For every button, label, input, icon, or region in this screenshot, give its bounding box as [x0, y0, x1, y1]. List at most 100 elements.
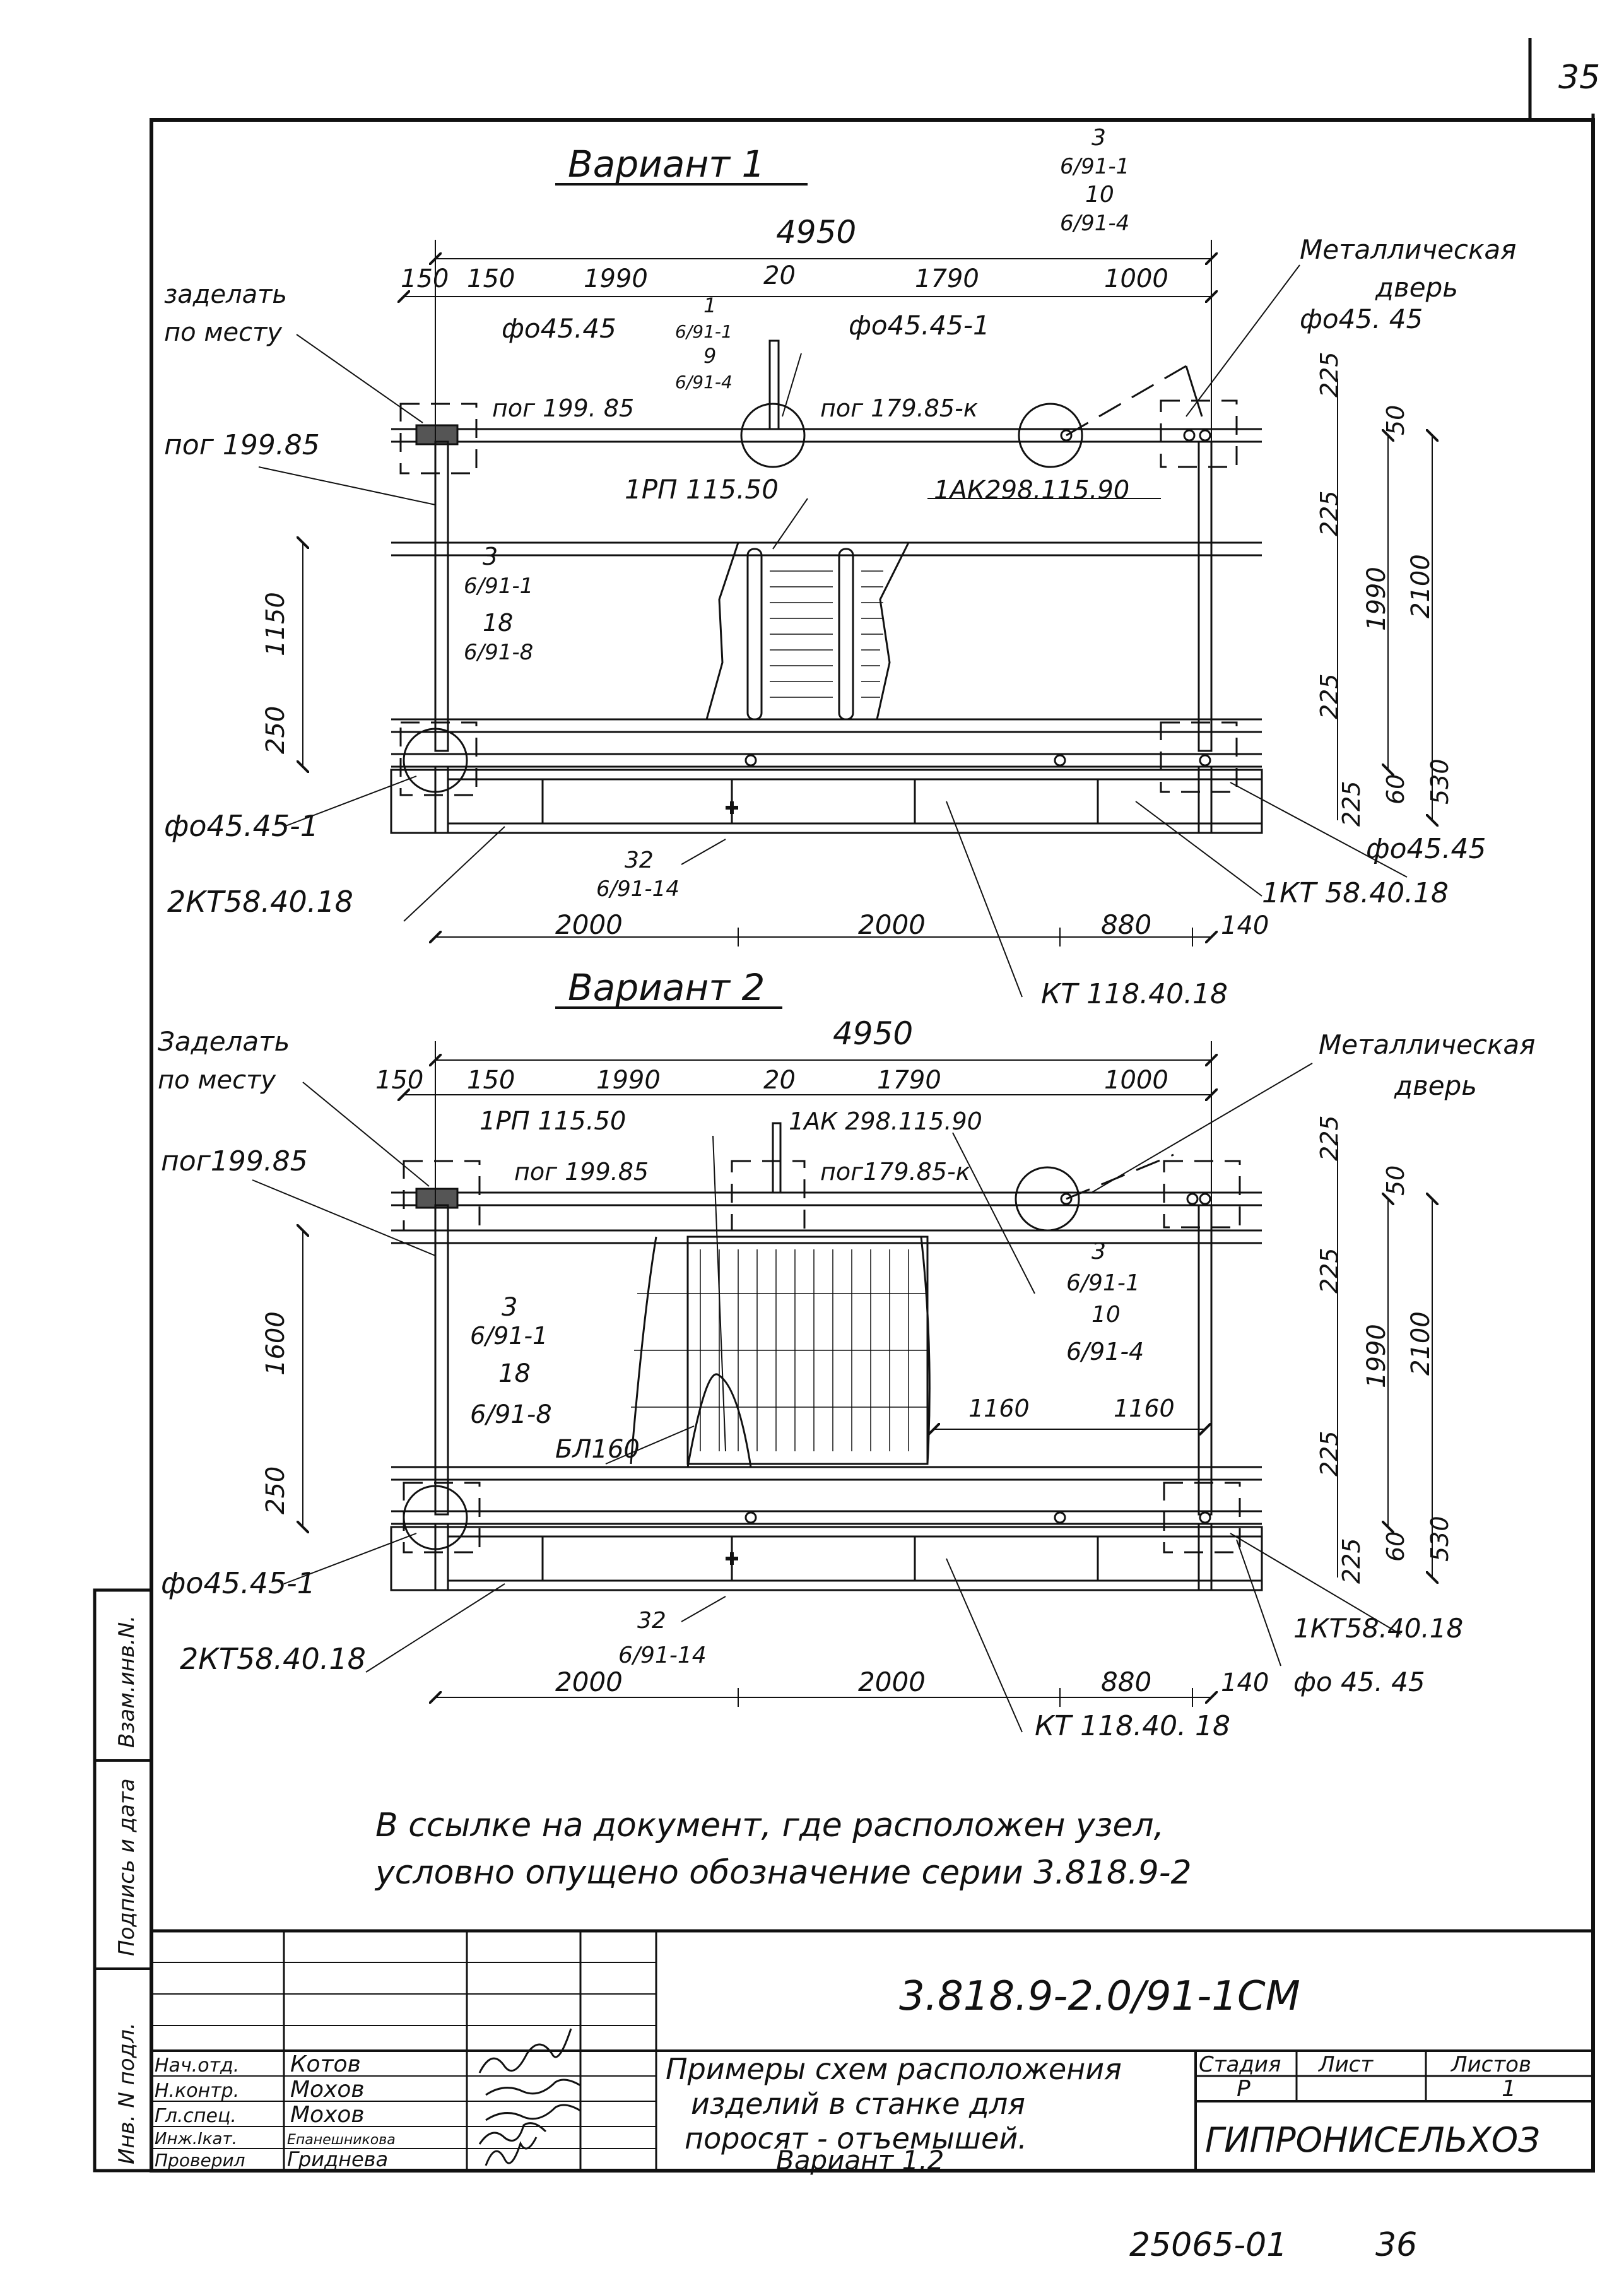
- v1-ref-tr-3: 6/91-4: [1060, 211, 1129, 236]
- stamp-vzam: Взам.инв.N.: [114, 1615, 139, 1748]
- v2-ref-right-1: 6/91-1: [1066, 1270, 1140, 1296]
- v2-ref-bottom-0: 32: [637, 1608, 666, 1634]
- sheet-header: Лист: [1317, 2052, 1374, 2077]
- variant-1-texts: Вариант 1 4950 150 150 1990 20 1790 1000…: [164, 125, 1516, 1010]
- v1-ref-tr-0: 3: [1091, 125, 1106, 151]
- v2-dim-top-1: 150: [467, 1066, 515, 1095]
- v1-rp: 1РП 115.50: [625, 474, 779, 505]
- v1-fo-top-right: фо45. 45: [1300, 304, 1423, 334]
- v2-kt-right: 1КТ58.40.18: [1293, 1613, 1463, 1644]
- v1-dim-right-1: 50: [1382, 405, 1409, 435]
- v1-pog-left: пог 199.85: [164, 429, 320, 461]
- v1-dim-right-8: 225: [1338, 781, 1365, 827]
- stage-header: Стадия: [1199, 2052, 1281, 2077]
- stamp-podpis: Подпись и дата: [114, 1778, 139, 1956]
- organization: ГИПРОНИСЕЛЬХОЗ: [1205, 2120, 1540, 2160]
- v1-dim-right-5: 225: [1315, 673, 1343, 719]
- v2-rp: 1РП 115.50: [480, 1107, 626, 1136]
- v1-metal-1: Металлическая: [1300, 234, 1516, 265]
- role-3: Инж.Iкат.: [155, 2130, 237, 2149]
- v2-dim-left-0: 1600: [261, 1311, 290, 1376]
- v1-dim-right-4: 2100: [1406, 554, 1435, 618]
- v1-dim-top-0: 150: [401, 264, 449, 293]
- v2-ref-right-0: 3: [1091, 1239, 1106, 1265]
- v2-zadelat-2: по месту: [158, 1066, 276, 1095]
- variant-2-leaders: [252, 1063, 1401, 1733]
- v1-ref-tr-1: 6/91-1: [1060, 154, 1129, 179]
- v2-ref-right-2: 10: [1091, 1302, 1121, 1328]
- v1-dim-bottom-2: 880: [1101, 909, 1151, 940]
- v2-dim-right-5: 225: [1315, 1430, 1343, 1477]
- v2-dim-top-2: 1990: [596, 1066, 661, 1095]
- title-block: [151, 1929, 1593, 2171]
- v2-ref-left-3: 6/91-8: [470, 1400, 552, 1429]
- v2-fo-bottom-right: фо 45. 45: [1293, 1666, 1425, 1697]
- footer-number: 36: [1375, 2226, 1417, 2264]
- v1-ref-bottom-0: 32: [625, 847, 654, 873]
- v1-pog-top-1: пог 199. 85: [492, 394, 634, 422]
- stamp-inv: Инв. N подл.: [114, 2022, 139, 2164]
- v1-ref-mid-3: 6/91-4: [675, 372, 733, 392]
- v1-dim-right-3: 1990: [1362, 567, 1391, 631]
- v1-fo-bottom-right: фо45.45: [1366, 833, 1486, 865]
- note-line-2: условно опущено обозначение серии 3.818.…: [374, 1854, 1192, 1892]
- v1-metal-2: дверь: [1375, 272, 1458, 303]
- v2-dim-right-2: 225: [1315, 1247, 1343, 1294]
- v2-dim-top-0: 150: [375, 1066, 423, 1095]
- v1-ref-mid-1: 6/91-1: [675, 321, 733, 342]
- sheets-header: Листов: [1450, 2052, 1531, 2077]
- v2-pog-top-2: пог179.85-к: [820, 1158, 970, 1186]
- variant-1-leaders: [258, 264, 1408, 998]
- variant-2-drawing: [390, 1122, 1263, 1591]
- v1-fo-top-mid: фо45.45-1: [849, 310, 990, 341]
- v2-dim-right-8: 225: [1338, 1538, 1365, 1584]
- v2-bl: БЛ160: [555, 1435, 640, 1464]
- v1-dim-right-7: 530: [1426, 758, 1454, 805]
- v1-overall: 4950: [776, 214, 856, 251]
- v2-pog-left: пог199.85: [161, 1145, 308, 1177]
- v2-ref-left-0: 3: [502, 1293, 517, 1322]
- role-0: Нач.отд.: [155, 2055, 239, 2077]
- v2-ref-left-2: 18: [498, 1359, 531, 1388]
- v1-dim-top-5: 1000: [1104, 264, 1168, 293]
- v1-dim-right-0: 225: [1315, 351, 1343, 398]
- v2-dim-right-4: 2100: [1406, 1311, 1435, 1376]
- v2-dim-inner-0: 1160: [968, 1395, 1030, 1422]
- frame: [93, 38, 1595, 2173]
- v2-pog-top-1: пог 199.85: [514, 1158, 649, 1186]
- v1-ref-left-2: 18: [483, 609, 513, 637]
- name-4: Гриднева: [287, 2147, 388, 2171]
- v1-dim-bottom-3: 140: [1221, 911, 1269, 940]
- v1-ref-tr-2: 10: [1085, 182, 1114, 208]
- v2-fo-bottom-left: фо45.45-1: [161, 1566, 315, 1600]
- v1-dim-top-1: 150: [467, 264, 515, 293]
- v2-ref-left-1: 6/91-1: [470, 1322, 548, 1350]
- v2-ak: 1АК 298.115.90: [789, 1107, 982, 1135]
- page-number: 35: [1558, 59, 1600, 97]
- v2-dim-top-3: 20: [763, 1066, 796, 1095]
- v2-dim-top-5: 1000: [1104, 1066, 1168, 1095]
- v1-title: Вариант 1: [568, 143, 765, 186]
- v2-dim-right-6: 60: [1382, 1531, 1409, 1562]
- title-line-4: Вариант 1,2: [776, 2145, 944, 2176]
- v2-zadelat-1: Заделать: [158, 1026, 290, 1057]
- name-0: Котов: [290, 2051, 361, 2077]
- v2-dim-bottom-3: 140: [1221, 1668, 1269, 1697]
- v1-fo-bottom-left: фо45.45-1: [164, 809, 319, 843]
- v1-dim-top-2: 1990: [584, 264, 648, 293]
- v1-dim-bottom-0: 2000: [555, 909, 623, 940]
- signatures: [478, 2028, 581, 2166]
- v1-ref-left-0: 3: [483, 543, 498, 570]
- title-line-3: поросят - отъемышей.: [685, 2121, 1027, 2155]
- v2-dim-inner-1: 1160: [1114, 1395, 1175, 1422]
- v2-metal-1: Металлическая: [1319, 1029, 1535, 1060]
- v2-dim-top-4: 1790: [877, 1066, 941, 1095]
- v2-dim-right-7: 530: [1426, 1516, 1454, 1562]
- v2-ref-right-3: 6/91-4: [1066, 1338, 1144, 1365]
- title-line-2: изделий в станке для: [691, 2087, 1025, 2121]
- v1-fo-top-left: фо45.45: [502, 313, 616, 344]
- note-line-1: В ссылке на документ, где расположен узе…: [375, 1807, 1164, 1844]
- stage-value: Р: [1237, 2076, 1250, 2102]
- v2-kt-center: КТ 118.40. 18: [1035, 1710, 1230, 1742]
